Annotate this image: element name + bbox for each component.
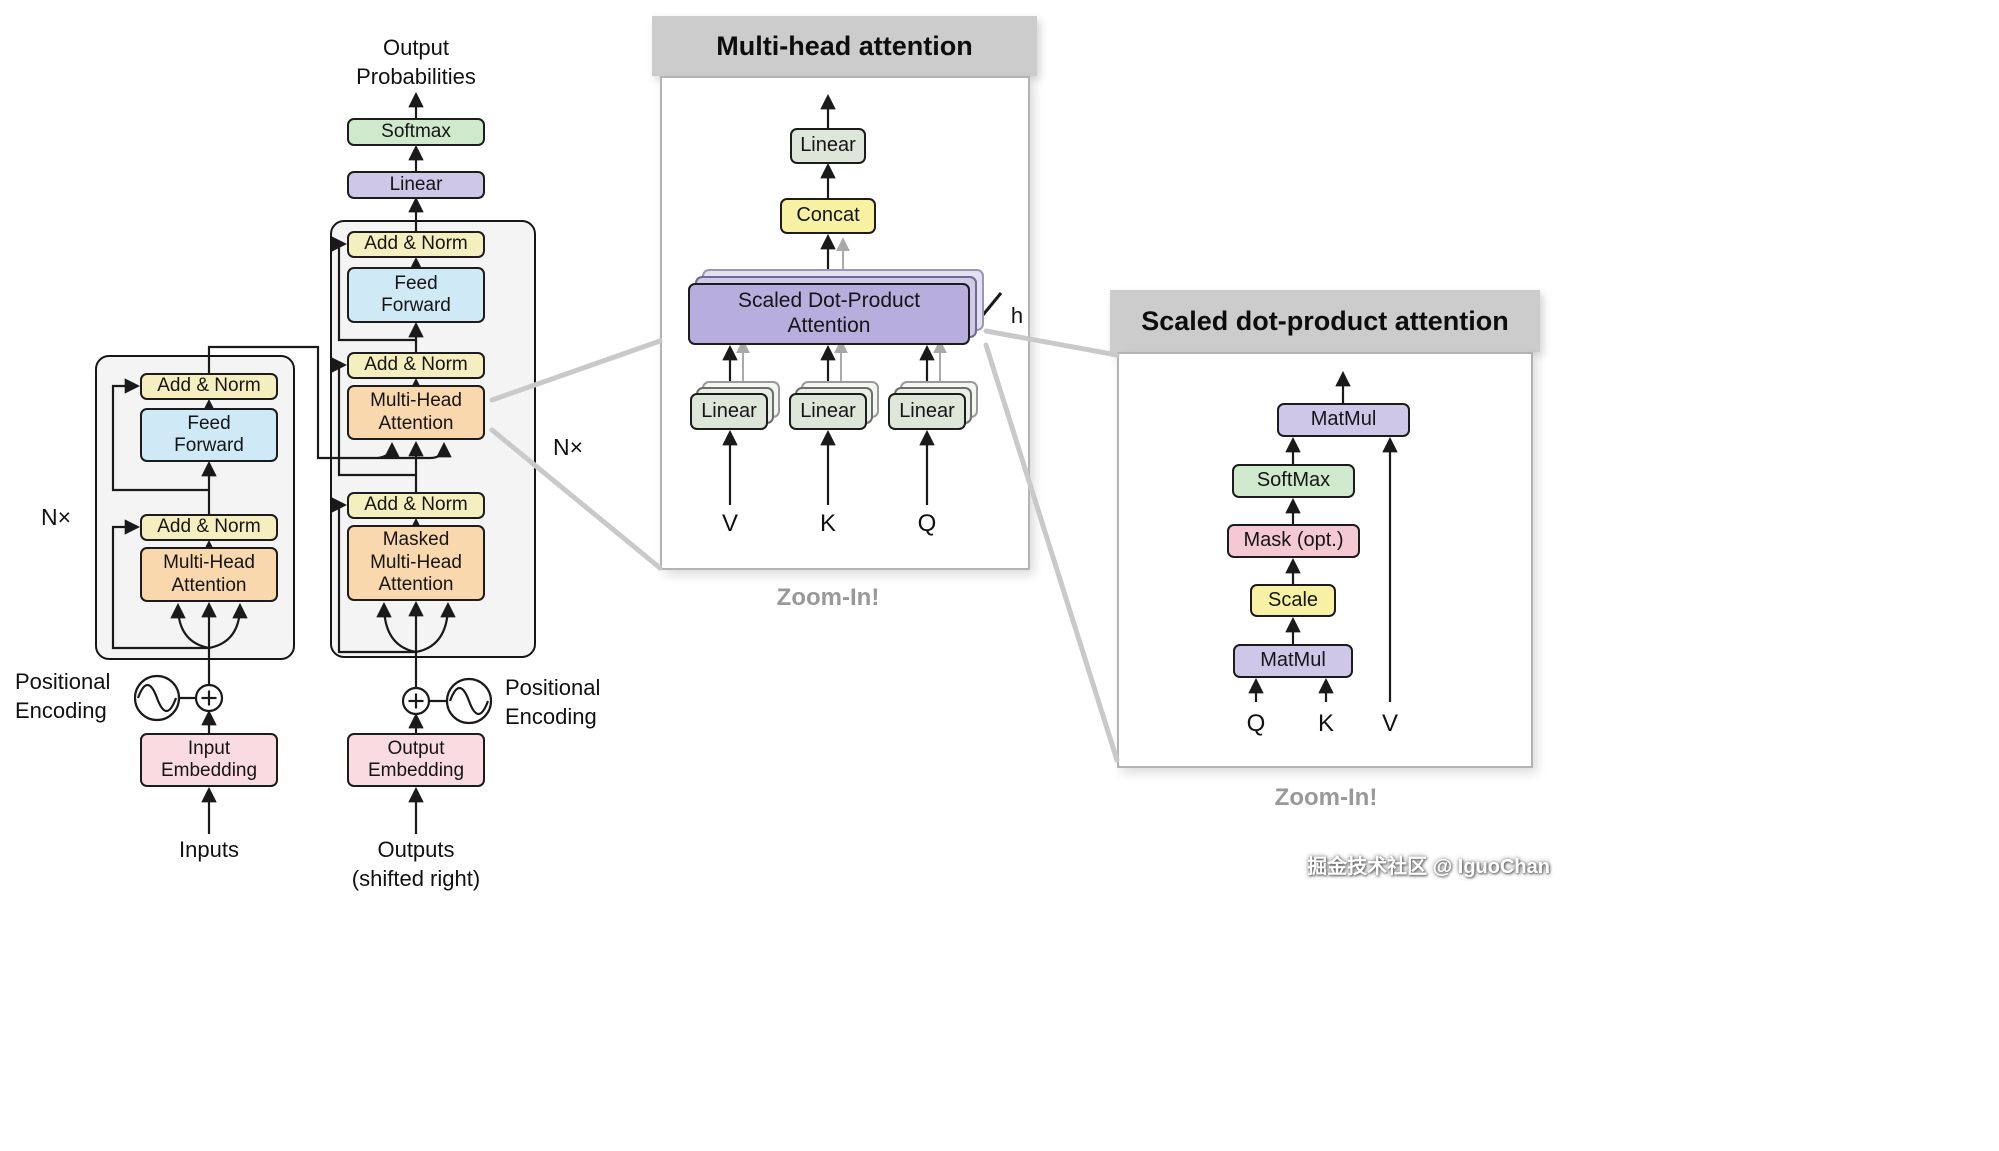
watermark: 掘金技术社区 @ IguoChan — [1307, 856, 1550, 878]
nx-label-encoder: N× — [40, 504, 72, 530]
linear-box: Linear — [347, 171, 485, 199]
sdpa-k-label: K — [1317, 710, 1334, 737]
h-count-label: h — [1010, 303, 1024, 328]
decoder-feed-forward-box: Feed Forward — [347, 267, 485, 323]
masked-multi-head-attention-box: Masked Multi-Head Attention — [347, 525, 485, 601]
encoder-feed-forward-box: Feed Forward — [140, 408, 278, 462]
encoder-multi-head-attention-box: Multi-Head Attention — [140, 547, 278, 602]
mh-linear-k-box: Linear — [789, 393, 867, 430]
mask-opt-box: Mask (opt.) — [1227, 524, 1360, 558]
mh-linear-output-box: Linear — [790, 128, 866, 164]
sdpa-q-label: Q — [1246, 710, 1266, 737]
positional-encoding-sine-icon-left — [133, 674, 181, 722]
matmul-bottom-box: MatMul — [1233, 644, 1353, 678]
inputs-label: Inputs — [179, 837, 239, 862]
mh-v-label: V — [721, 510, 738, 537]
encoder-add-norm-top-box: Add & Norm — [140, 373, 278, 400]
add-plus-icon-left — [194, 683, 224, 713]
sdpa-softmax-box: SoftMax — [1232, 464, 1355, 498]
softmax-box: Softmax — [347, 118, 485, 146]
sdpa-v-label: V — [1381, 710, 1398, 737]
positional-encoding-label-left: Positional Encoding — [15, 669, 111, 723]
decoder-add-norm-mid-box: Add & Norm — [347, 352, 485, 379]
output-embedding-box: Output Embedding — [347, 733, 485, 787]
add-plus-icon-right — [401, 686, 431, 716]
input-embedding-box: Input Embedding — [140, 733, 278, 787]
decoder-add-norm-bottom-box: Add & Norm — [347, 492, 485, 519]
scale-box: Scale — [1250, 584, 1336, 617]
output-probabilities-label: Output Probabilities — [356, 35, 476, 89]
positional-encoding-label-right: Positional Encoding — [505, 675, 601, 729]
mh-linear-q-box: Linear — [888, 393, 966, 430]
zoom-in-label-multi-head: Zoom-In! — [776, 584, 880, 611]
encoder-add-norm-bottom-box: Add & Norm — [140, 514, 278, 541]
decoder-add-norm-top-box: Add & Norm — [347, 231, 485, 258]
encoder-flow-arrows — [111, 345, 452, 834]
positional-encoding-sine-icon-right — [445, 677, 493, 725]
zoom-in-label-sdpa: Zoom-In! — [1274, 784, 1378, 811]
decoder-flow-arrows — [331, 91, 456, 834]
mh-q-label: Q — [917, 510, 937, 537]
nx-label-decoder: N× — [552, 434, 584, 460]
encoder-container — [95, 355, 295, 660]
mh-linear-v-box: Linear — [690, 393, 768, 430]
multi-head-panel-title: Multi-head attention — [652, 16, 1037, 76]
mh-k-label: K — [819, 510, 836, 537]
outputs-label: Outputs (shifted right) — [351, 837, 481, 891]
sdpa-panel-title: Scaled dot-product attention — [1110, 290, 1540, 352]
concat-box: Concat — [780, 198, 876, 234]
scaled-dot-product-attention-box: Scaled Dot-Product Attention — [688, 283, 970, 345]
zoom-funnel-lines — [489, 328, 1120, 763]
decoder-multi-head-attention-box: Multi-Head Attention — [347, 385, 485, 440]
matmul-top-box: MatMul — [1277, 403, 1410, 437]
multi-head-flow-arrows — [722, 93, 935, 505]
sdpa-flow-arrows — [1248, 370, 1398, 702]
